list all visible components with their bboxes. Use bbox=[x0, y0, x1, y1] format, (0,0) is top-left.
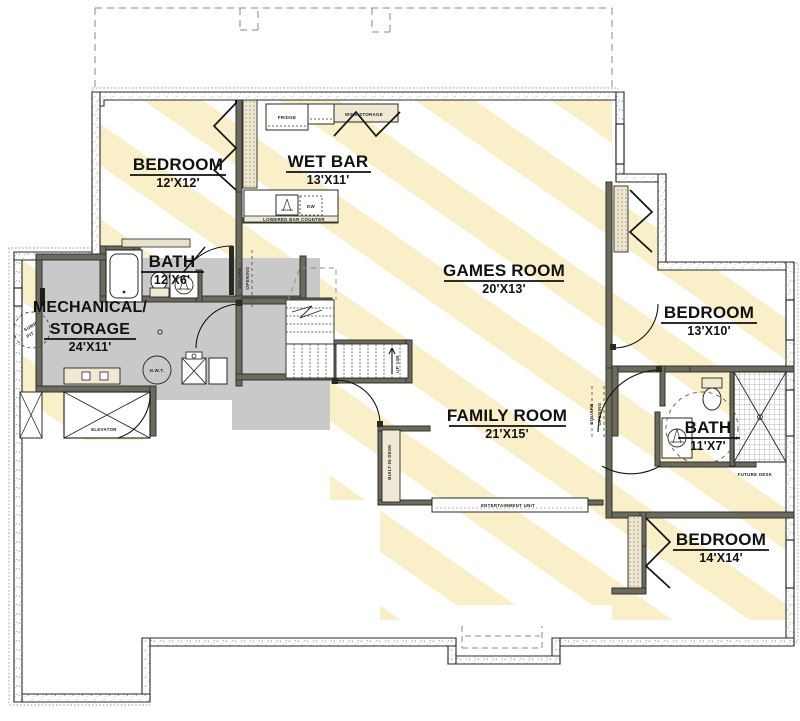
foundation-walls bbox=[13, 91, 795, 703]
label-square-opening-2b: OPENING bbox=[597, 402, 602, 425]
room-label-bedroom-3: BEDROOM 14'X14' bbox=[673, 530, 769, 565]
label-hot-water-tank: H.W.T. bbox=[150, 368, 165, 373]
bedroom-2-closet bbox=[613, 185, 654, 253]
entertainment-unit bbox=[431, 497, 589, 513]
wet-bar-fixtures bbox=[243, 103, 401, 223]
mechanical-room-door bbox=[195, 303, 241, 349]
upper-floor-outline bbox=[94, 7, 613, 95]
label-entertainment-unit: ENTERTAINMENT UNIT bbox=[481, 503, 535, 508]
room-dim-games-room: 20'X13' bbox=[482, 282, 526, 296]
room-name-wet-bar: WET BAR bbox=[288, 152, 369, 171]
accessible-turning-circle bbox=[665, 391, 739, 465]
floor-drain-icon bbox=[157, 329, 163, 335]
mechanical-equipment bbox=[13, 288, 242, 385]
room-label-games-room: GAMES ROOM 20'X13' bbox=[443, 261, 565, 296]
electrical-panel-icon bbox=[40, 288, 45, 306]
windows bbox=[13, 123, 795, 589]
room-label-family-room: FAMILY ROOM 21'X15' bbox=[447, 406, 567, 441]
fixture-labels: FRIDGE WINE STORAGE DW LOWERED BAR COUNT… bbox=[23, 112, 773, 508]
label-square-opening-2a: SQUARE bbox=[589, 403, 594, 424]
label-sump-pit: SUMP bbox=[23, 321, 38, 332]
dryer-icon bbox=[208, 357, 228, 385]
bedroom-1-closet bbox=[212, 99, 258, 191]
room-name-games-room: GAMES ROOM bbox=[443, 261, 565, 280]
label-square-opening-1a: SQUARE bbox=[237, 267, 242, 288]
label-dishwasher: DW bbox=[307, 204, 315, 209]
room-label-bedroom-1: BEDROOM 12'X12' bbox=[130, 155, 226, 190]
label-built-in-desk: BUILT-IN DESK bbox=[387, 444, 392, 480]
room-name-mechanical: MECHANICAL/ bbox=[33, 299, 148, 316]
room-label-bath-2: BATH 11'X7' bbox=[678, 418, 740, 453]
window-bedroom-2 bbox=[785, 299, 795, 341]
room-dim-mechanical: 24'X11' bbox=[69, 340, 112, 354]
room-label-bath-1: BATH 12'X6' bbox=[141, 252, 204, 287]
label-elevator: ELEVATOR bbox=[91, 427, 117, 432]
room-dim-bath-2: 11'X7' bbox=[690, 439, 726, 453]
label-lowered-bar-counter: LOWERED BAR COUNTER bbox=[263, 217, 325, 222]
label-wine-storage: WINE STORAGE bbox=[345, 112, 383, 117]
room-name-bedroom-2: BEDROOM bbox=[664, 303, 754, 322]
foundation-perimeter-dotted bbox=[8, 87, 799, 706]
room-dim-bedroom-3: 14'X14' bbox=[699, 551, 743, 565]
sump-pit-icon bbox=[13, 311, 51, 349]
room-labels: BEDROOM 12'X12' WET BAR 13'X11' BATH 12'… bbox=[33, 152, 769, 565]
window-bedroom-3 bbox=[785, 539, 795, 589]
unexcavated-area-fill bbox=[20, 404, 380, 700]
bifold-door-bedroom-1 bbox=[212, 102, 238, 191]
room-label-wet-bar: WET BAR 13'X11' bbox=[286, 152, 371, 187]
elevator bbox=[19, 367, 151, 439]
label-stair-up: UP 14R bbox=[395, 355, 400, 373]
room-name-mechanical-2: STORAGE bbox=[50, 321, 130, 338]
window-games-room bbox=[615, 123, 625, 165]
bath-2-fixtures bbox=[597, 366, 787, 475]
built-in-desk bbox=[381, 429, 401, 503]
room-name-bedroom-3: BEDROOM bbox=[676, 530, 766, 549]
window-bath-2 bbox=[785, 389, 795, 437]
room-label-bedroom-2: BEDROOM 13'X10' bbox=[661, 303, 757, 338]
bedroom-3-closet bbox=[627, 515, 672, 589]
bifold-door-bedroom-3 bbox=[644, 517, 672, 589]
bifold-door-wet-bar bbox=[333, 110, 401, 138]
bath-1-fixtures bbox=[105, 238, 199, 303]
label-future-desk: FUTURE DESK bbox=[738, 472, 773, 477]
room-name-bath-1: BATH bbox=[149, 252, 196, 271]
label-square-opening-1b: OPENING bbox=[245, 266, 250, 289]
label-fridge: FRIDGE bbox=[278, 115, 296, 120]
room-name-bath-2: BATH bbox=[685, 418, 732, 437]
staircase bbox=[285, 267, 409, 379]
room-dim-bedroom-1: 12'X12' bbox=[156, 176, 200, 190]
bifold-door-bedroom-2 bbox=[628, 189, 654, 253]
stair-door bbox=[332, 378, 383, 427]
room-dim-family-room: 21'X15' bbox=[485, 427, 529, 441]
window-mechanical bbox=[13, 287, 23, 307]
bedroom-2-door bbox=[610, 303, 659, 350]
room-name-family-room: FAMILY ROOM bbox=[447, 406, 567, 425]
room-dim-bath-1: 12'X6' bbox=[154, 273, 190, 287]
room-label-mechanical: MECHANICAL/ STORAGE 24'X11' bbox=[33, 299, 148, 354]
room-name-bedroom-1: BEDROOM bbox=[133, 155, 223, 174]
room-dim-bedroom-2: 13'X10' bbox=[687, 324, 731, 338]
label-sump-pit-2: PIT bbox=[26, 331, 35, 339]
room-dim-wet-bar: 13'X11' bbox=[307, 173, 350, 187]
hot-water-tank-icon bbox=[142, 355, 172, 385]
